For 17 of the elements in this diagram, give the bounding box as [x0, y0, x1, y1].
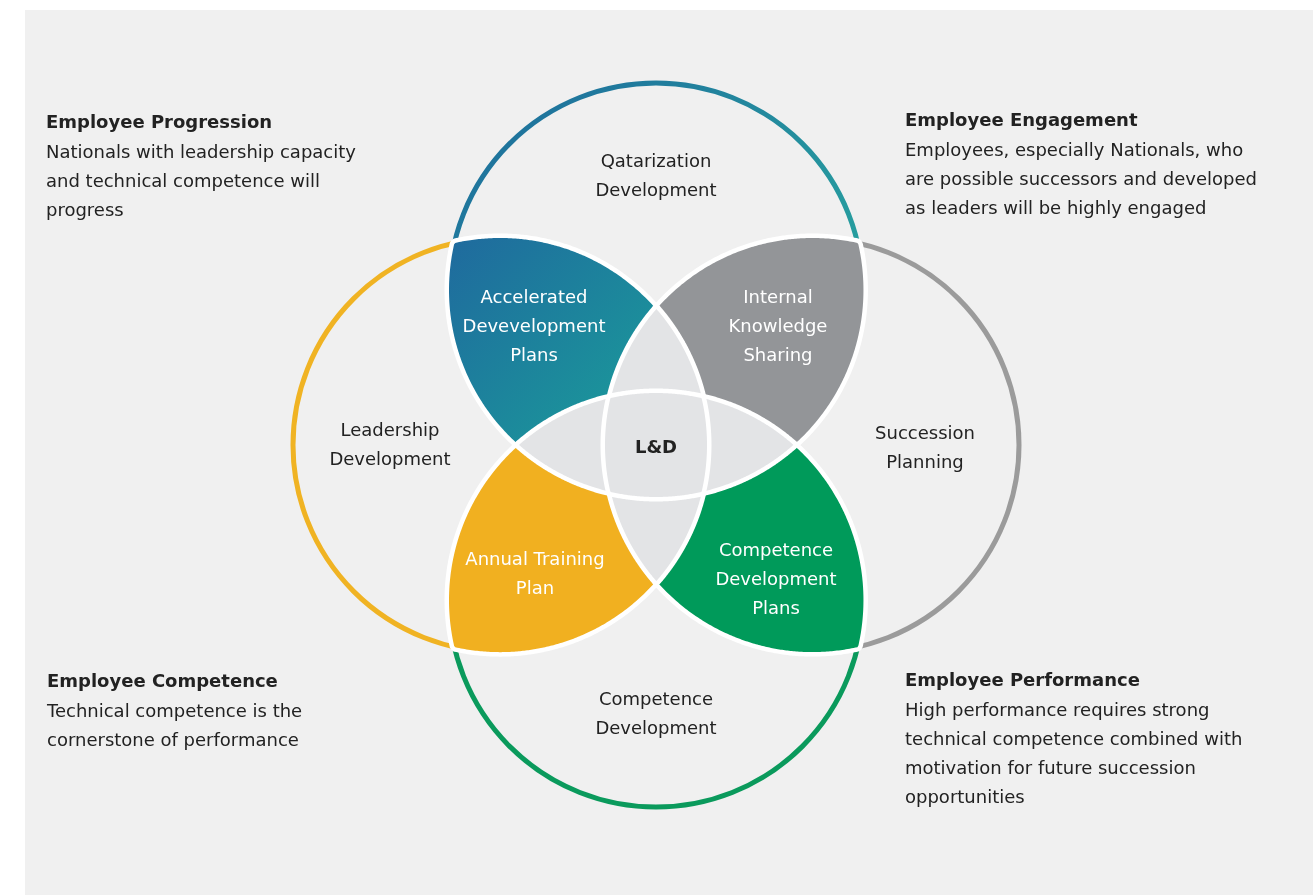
- section-heading: Employee Performance: [905, 668, 1141, 692]
- circle-label: Leadership Development: [328, 418, 452, 471]
- section-text: Nationals with leadership capacity and technical competence will progress: [46, 140, 357, 222]
- petal-label: Annual Training Plan: [464, 547, 606, 600]
- section-heading: Employee Competence: [47, 669, 279, 693]
- circle-label: Qatarization Development: [594, 149, 718, 202]
- section-text: Technical competence is the cornerstone of performance: [47, 699, 304, 752]
- center-label: L&D: [633, 434, 679, 459]
- circle-label: Competence Development: [594, 687, 718, 740]
- petal-label: Competence Development Plans: [714, 537, 838, 620]
- section-heading: Employee Progression: [46, 110, 274, 134]
- section-heading: Employee Engagement: [905, 108, 1139, 132]
- section-text: High performance requires strong technical competence combined with motivation for future succession opportunities: [905, 698, 1244, 809]
- petal-label: Internal Knowledge Sharing: [727, 284, 829, 367]
- section-text: Employees, especially Nationals, who are possible successors and developed as leaders will be highly engaged: [905, 138, 1258, 220]
- circle-label: Succession Planning: [874, 421, 976, 474]
- petal-label: Accelerated Devevelopment Plans: [461, 284, 607, 367]
